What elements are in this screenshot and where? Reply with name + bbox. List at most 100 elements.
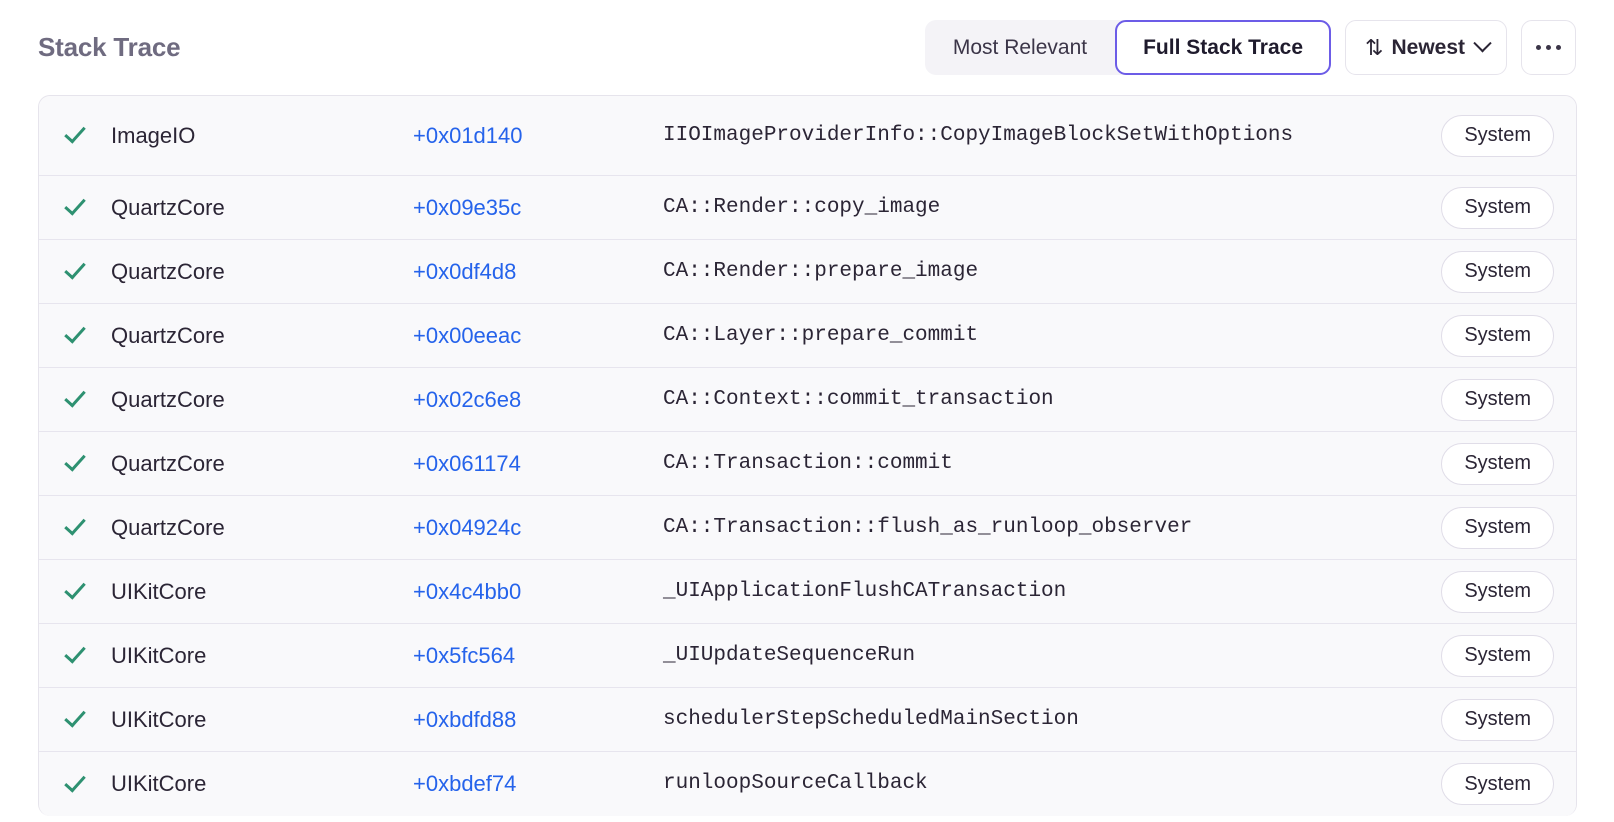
header-controls: Most Relevant Full Stack Trace ⇅ Newest <box>924 20 1576 75</box>
function-symbol: _UIApplicationFlushCATransaction <box>663 579 1067 603</box>
function-symbol: CA::Render::copy_image <box>663 195 941 219</box>
status-badge: System <box>1441 442 1554 485</box>
function-symbol: CA::Render::prepare_image <box>663 259 979 283</box>
check-icon <box>64 121 86 144</box>
sort-button[interactable]: ⇅ Newest <box>1345 20 1507 75</box>
frame-address-link[interactable]: +0x5fc564 <box>413 642 516 668</box>
frame-address-link[interactable]: +0x061174 <box>413 450 521 476</box>
status-badge: System <box>1441 250 1554 293</box>
frame-address-link[interactable]: +0x02c6e8 <box>413 386 522 412</box>
stack-trace-table: ImageIO +0x01d140 IIOImageProviderInfo::Co… <box>38 95 1577 816</box>
tab-full-stack-trace[interactable]: Full Stack Trace <box>1115 20 1332 75</box>
status-badge: System <box>1441 378 1554 421</box>
frame-address-link[interactable]: +0x4c4bb0 <box>413 578 522 604</box>
table-row[interactable]: QuartzCore +0x00eeac CA::Layer::prepare_co… <box>39 304 1576 368</box>
badge-cell: System <box>1441 314 1554 357</box>
badge-cell: System <box>1441 378 1554 421</box>
function-symbol: CA::Layer::prepare_commit <box>663 323 979 347</box>
sort-label: Newest <box>1391 35 1465 59</box>
row-status-cell <box>39 513 111 536</box>
function-symbol: CA::Context::commit_transaction <box>663 387 1054 411</box>
status-badge: System <box>1441 186 1554 229</box>
row-status-cell <box>39 769 111 793</box>
sort-arrows-icon: ⇅ <box>1365 34 1384 60</box>
table-row[interactable]: QuartzCore +0x0df4d8 CA::Render::prepare_i… <box>39 240 1576 304</box>
row-status-cell <box>39 121 111 144</box>
frame-address-link[interactable]: +0x0df4d8 <box>413 258 517 284</box>
badge-cell: System <box>1441 250 1554 293</box>
table-row[interactable]: UIKitCore+0x4c4bb0_UIApplicationFlushCAT… <box>39 560 1576 624</box>
module-name: UIKitCore <box>111 771 207 796</box>
ellipsis-icon <box>1536 45 1541 50</box>
more-options-button[interactable] <box>1521 20 1576 75</box>
badge-cell: System <box>1441 442 1554 485</box>
frame-address-link[interactable]: +0xbdef74 <box>413 771 517 796</box>
table-row[interactable]: QuartzCore +0x04924c CA::Transaction::flus… <box>39 496 1576 560</box>
module-name: ImageIO <box>111 122 196 148</box>
status-badge: System <box>1441 506 1554 549</box>
ellipsis-icon <box>1546 45 1551 50</box>
function-symbol: CA::Transaction::flush_as_runloop_observ… <box>663 515 1193 539</box>
tab-most-relevant[interactable]: Most Relevant <box>925 20 1115 75</box>
check-icon <box>64 385 86 408</box>
check-icon <box>64 193 86 216</box>
status-badge: System <box>1441 763 1554 805</box>
badge-cell: System <box>1441 186 1554 229</box>
frame-address-link[interactable]: +0x09e35c <box>413 194 522 220</box>
module-name: QuartzCore <box>111 450 225 476</box>
module-name: QuartzCore <box>111 258 225 284</box>
function-symbol: schedulerStepScheduledMainSection <box>663 707 1079 731</box>
module-name: QuartzCore <box>111 322 225 348</box>
badge-cell: System <box>1441 114 1554 157</box>
chevron-down-icon <box>1473 34 1492 53</box>
row-status-cell <box>39 257 111 280</box>
row-status-cell <box>39 705 111 728</box>
check-icon <box>64 321 86 344</box>
function-symbol: CA::Transaction::commit <box>663 451 953 475</box>
function-symbol: runloopSourceCallback <box>663 772 928 796</box>
status-badge: System <box>1441 314 1554 357</box>
row-status-cell <box>39 641 111 664</box>
status-badge: System <box>1441 570 1554 613</box>
row-status-cell <box>39 321 111 344</box>
badge-cell: System <box>1441 698 1554 741</box>
table-row[interactable]: UIKitCore +0xbdef74 runloopSourceCallback S… <box>39 752 1576 816</box>
table-row[interactable]: QuartzCore +0x02c6e8 CA::Context::commit_t… <box>39 368 1576 432</box>
badge-cell: System <box>1441 570 1554 613</box>
frame-address-link[interactable]: +0xbdfd88 <box>413 706 517 732</box>
trace-mode-segmented-control[interactable]: Most Relevant Full Stack Trace <box>924 20 1332 75</box>
table-row[interactable]: ImageIO +0x01d140 IIOImageProviderInfo::Co… <box>39 96 1576 176</box>
table-row[interactable]: QuartzCore +0x061174 CA::Transaction::comm… <box>39 432 1576 496</box>
function-symbol: IIOImageProviderInfo::CopyImageBlockSetW… <box>663 123 1294 147</box>
row-status-cell <box>39 449 111 472</box>
module-name: UIKitCore <box>111 706 207 732</box>
badge-cell: System <box>1441 634 1554 677</box>
row-status-cell <box>39 577 111 600</box>
frame-address-link[interactable]: +0x01d140 <box>413 122 523 148</box>
module-name: QuartzCore <box>111 386 225 412</box>
ellipsis-icon <box>1556 45 1561 50</box>
check-icon <box>64 577 86 600</box>
check-icon <box>64 769 86 793</box>
row-status-cell <box>39 193 111 216</box>
check-icon <box>64 449 86 472</box>
status-badge: System <box>1441 114 1554 157</box>
check-icon <box>64 705 86 728</box>
row-status-cell <box>39 385 111 408</box>
status-badge: System <box>1441 698 1554 741</box>
module-name: UIKitCore <box>111 642 207 668</box>
check-icon <box>64 513 86 536</box>
function-symbol: _UIUpdateSequenceRun <box>663 643 916 667</box>
module-name: QuartzCore <box>111 514 225 540</box>
status-badge: System <box>1441 634 1554 677</box>
page-title: Stack Trace <box>38 32 181 62</box>
frame-address-link[interactable]: +0x00eeac <box>413 322 522 348</box>
badge-cell: System <box>1441 763 1554 805</box>
table-row[interactable]: UIKitCore +0x5fc564 _UIUpdateSequenceRun Sy… <box>39 624 1576 688</box>
frame-address-link[interactable]: +0x04924c <box>413 514 522 540</box>
table-row[interactable]: UIKitCore +0xbdfd88 schedulerStepScheduled… <box>39 688 1576 752</box>
check-icon <box>64 257 86 280</box>
badge-cell: System <box>1441 506 1554 549</box>
